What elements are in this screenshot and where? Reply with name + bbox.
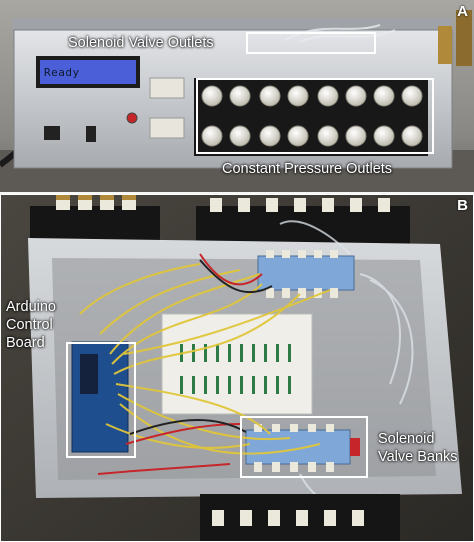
panel-a-letter: A	[457, 3, 468, 20]
arduino-label-line-1: Arduino	[6, 299, 56, 315]
arduino-control-board-label: Arduino Control Board	[6, 298, 56, 352]
solenoid-banks-label-line-2: Valve Banks	[378, 449, 458, 465]
panel-a-device-front-photo: Ready Solenoid Valve Outlets Constant Pr…	[0, 0, 474, 192]
solenoid-valve-outlets-callout-box	[246, 32, 376, 54]
arduino-label-line-3: Board	[6, 335, 45, 351]
solenoid-valve-banks-callout-box	[240, 416, 368, 478]
solenoid-valve-banks-label: Solenoid Valve Banks	[378, 430, 458, 466]
solenoid-banks-label-line-1: Solenoid	[378, 431, 435, 447]
constant-pressure-outlets-callout-box	[196, 78, 434, 154]
lcd-display-text: Ready	[44, 66, 80, 79]
panel-b-device-inside-photo: Arduino Control Board Solenoid Valve Ban…	[0, 194, 474, 542]
panel-a-photo	[0, 0, 474, 192]
arduino-control-board-callout-box	[66, 342, 136, 458]
panel-b-letter: B	[457, 197, 468, 214]
solenoid-valve-outlets-label: Solenoid Valve Outlets	[68, 35, 214, 51]
panel-b-photo	[0, 194, 474, 542]
constant-pressure-outlets-label: Constant Pressure Outlets	[222, 161, 393, 177]
arduino-label-line-2: Control	[6, 317, 53, 333]
